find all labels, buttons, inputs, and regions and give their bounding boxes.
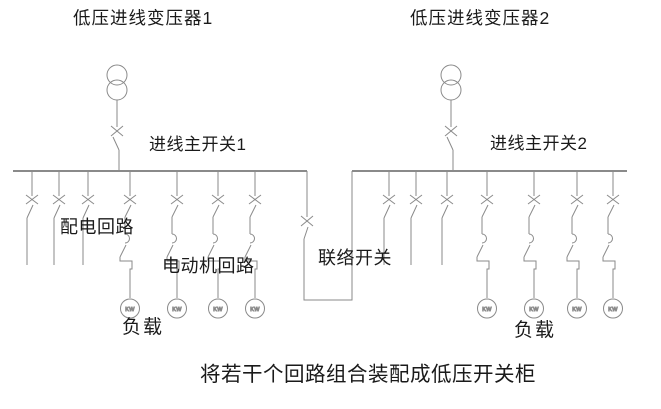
motor-feeder	[476, 170, 497, 319]
motor-feeder	[244, 170, 265, 319]
main-switch-2-label: 进线主开关2	[490, 134, 587, 153]
motor-feeder	[566, 170, 587, 319]
load-label-right: 负载	[514, 319, 556, 341]
motor-feeder	[119, 170, 140, 319]
transformer-1-label: 低压进线变压器1	[73, 8, 213, 28]
tie-link-wire	[303, 171, 353, 301]
motor-feeder	[166, 170, 187, 319]
diagram-caption: 将若干个回路组合装配成低压开关柜	[200, 363, 536, 386]
load-label-left: 负载	[122, 316, 164, 338]
transformer-2-label: 低压进线变压器2	[410, 8, 550, 28]
tie-switch-label: 联络开关	[318, 248, 392, 268]
main-switch-1-label: 进线主开关1	[149, 135, 246, 154]
motor-feeder	[602, 170, 623, 319]
distribution-circuit-label: 配电回路	[60, 217, 134, 237]
distribution-feeder	[440, 170, 454, 266]
distribution-feeder	[25, 170, 39, 266]
breaker-cross-icon	[300, 215, 314, 227]
breaker-blade	[303, 226, 309, 240]
motor-feeder	[207, 170, 228, 319]
incomer-1-transformer-and-main-switch	[106, 64, 128, 172]
motor-feeder	[523, 170, 544, 319]
motor-circuit-label: 电动机回路	[162, 256, 255, 276]
incomer-2-transformer-and-main-switch	[440, 64, 462, 172]
tie-switch	[300, 171, 353, 301]
distribution-feeder	[409, 170, 423, 266]
